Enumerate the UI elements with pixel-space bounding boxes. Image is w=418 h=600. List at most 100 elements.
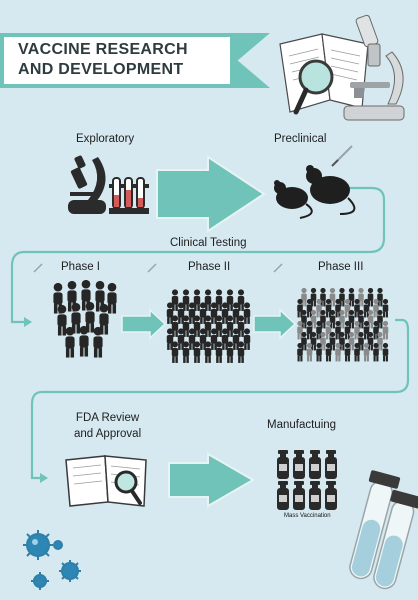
person-icon — [210, 328, 218, 350]
person-icon — [382, 342, 389, 362]
person-icon — [329, 331, 336, 351]
person-icon — [215, 315, 223, 337]
magnifier-icon-top — [293, 59, 334, 115]
person-icon — [316, 298, 322, 318]
person-icon — [320, 287, 326, 307]
person-icon — [329, 309, 336, 329]
person-icon — [367, 309, 374, 329]
person-icon — [354, 320, 360, 340]
stage-label-preclinical: Preclinical — [274, 133, 327, 145]
mass-vaccination-label: Mass Vaccination — [284, 513, 331, 519]
title-line-1: VACCINE RESEARCH — [18, 41, 188, 58]
connector-arrowhead-2 — [40, 473, 48, 483]
fda-label-line-2: and Approval — [74, 428, 142, 440]
person-icon — [335, 320, 341, 340]
person-icon — [344, 342, 351, 362]
person-icon — [344, 320, 351, 340]
person-icon — [199, 328, 207, 350]
test-tube-rack-icon — [109, 177, 149, 214]
fda-label-line-1: FDA Review — [75, 412, 140, 424]
person-icon — [237, 315, 245, 337]
person-icon — [171, 289, 179, 311]
person-icon — [325, 320, 332, 340]
person-icon — [348, 287, 355, 307]
vaccine-vials-grid — [277, 450, 337, 510]
person-icon — [237, 289, 245, 311]
person-icon — [182, 289, 190, 311]
person-icon — [354, 342, 360, 362]
person-icon — [182, 341, 190, 363]
person-icon — [221, 328, 229, 350]
flow-connectors — [10, 186, 410, 480]
person-icon — [344, 298, 351, 318]
person-icon — [177, 328, 185, 350]
stage-label-exploratory: Exploratory — [76, 133, 135, 145]
person-icon — [363, 342, 370, 362]
person-icon — [320, 309, 326, 329]
person-icon — [79, 325, 89, 357]
person-icon — [348, 331, 355, 351]
virus-icon-medium — [59, 560, 81, 582]
virus-icon-small — [31, 572, 49, 590]
phase-label-3: Phase III — [318, 261, 364, 273]
rats-icon — [274, 165, 356, 219]
person-icon — [363, 320, 370, 340]
person-icon — [237, 341, 245, 363]
person-icon — [193, 315, 201, 337]
person-icon — [367, 287, 374, 307]
person-icon — [204, 315, 212, 337]
person-icon — [325, 342, 332, 362]
person-icon — [204, 341, 212, 363]
phase-label-1: Phase I — [61, 261, 100, 273]
person-icon — [306, 320, 313, 340]
person-icon — [204, 289, 212, 311]
title-line-2: AND DEVELOPMENT — [18, 61, 184, 78]
syringe-icon-preclinical — [331, 145, 353, 167]
person-icon — [310, 331, 317, 351]
person-icon — [243, 302, 251, 324]
big-arrow-2 — [121, 308, 167, 340]
person-icon — [171, 341, 179, 363]
person-icon — [339, 287, 345, 307]
stage-label-clinical-testing: Clinical Testing — [170, 237, 247, 249]
person-icon — [193, 341, 201, 363]
person-icon — [382, 320, 389, 340]
person-icon — [57, 304, 67, 336]
person-icon — [363, 298, 370, 318]
person-icon — [382, 298, 389, 318]
person-icon — [335, 298, 341, 318]
person-icon — [358, 309, 364, 329]
person-icon — [377, 309, 383, 329]
person-icon — [358, 331, 364, 351]
stage-label-fda: FDA Review and Approval — [74, 410, 141, 442]
magnifier-icon — [114, 470, 142, 505]
phase-2-people-group — [166, 289, 251, 363]
virus-icons — [23, 530, 81, 590]
person-icon — [221, 302, 229, 324]
phase-1-people-group — [53, 279, 117, 358]
big-arrow-3 — [253, 308, 297, 340]
person-icon — [301, 287, 307, 307]
person-icon — [310, 309, 317, 329]
syringe-icon-phase-2 — [147, 263, 157, 273]
person-icon — [325, 298, 332, 318]
big-arrow-1 — [156, 155, 266, 233]
person-icon — [297, 342, 303, 362]
person-icon — [182, 315, 190, 337]
person-icon — [306, 298, 313, 318]
person-icon — [215, 289, 223, 311]
person-icon — [373, 298, 379, 318]
connector-arrowhead-1 — [24, 317, 32, 327]
virus-icon-large — [23, 530, 53, 560]
person-icon — [329, 287, 336, 307]
person-icon — [367, 331, 374, 351]
person-icon — [166, 328, 174, 350]
person-icon — [65, 326, 75, 358]
person-icon — [199, 302, 207, 324]
person-icon — [215, 341, 223, 363]
person-icon — [377, 287, 383, 307]
microscope-icon-top — [343, 14, 405, 121]
person-icon — [348, 309, 355, 329]
person-icon — [107, 282, 117, 314]
person-icon — [310, 287, 317, 307]
